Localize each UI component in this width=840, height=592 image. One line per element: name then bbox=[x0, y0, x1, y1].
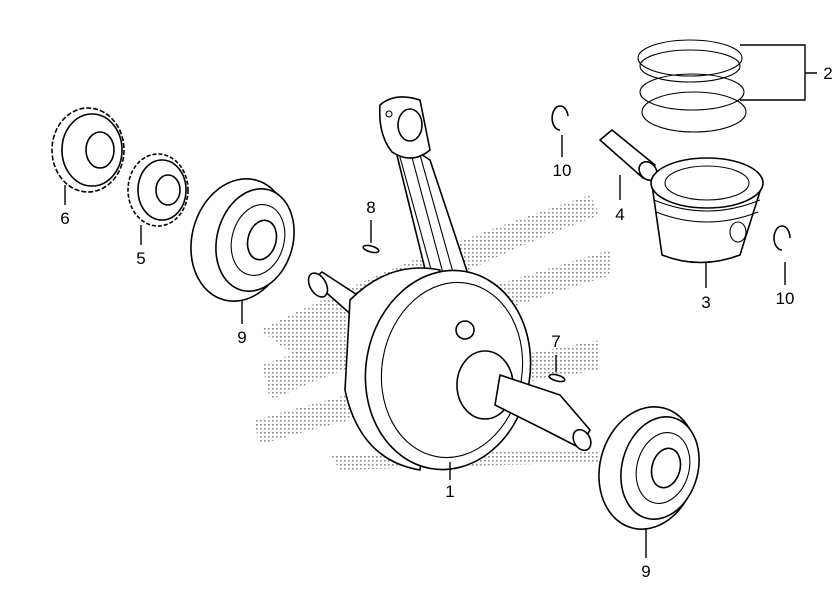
crankshaft-part bbox=[307, 267, 592, 471]
callout-1: 1 bbox=[445, 482, 454, 501]
clip-right-part bbox=[773, 225, 791, 251]
piston-pin-part bbox=[599, 129, 658, 182]
bearing-right-part bbox=[598, 406, 700, 530]
callout-8: 8 bbox=[366, 198, 375, 217]
callout-2: 2 bbox=[823, 64, 832, 83]
callout-9-right: 9 bbox=[641, 562, 650, 581]
callout-7: 7 bbox=[551, 332, 560, 351]
gear-large-part bbox=[51, 107, 125, 193]
callout-3: 3 bbox=[701, 293, 710, 312]
callout-10-right: 10 bbox=[776, 289, 795, 308]
key-left-part bbox=[362, 244, 380, 254]
callout-10-left: 10 bbox=[553, 161, 572, 180]
callout-9-left: 9 bbox=[237, 328, 246, 347]
clip-left-part bbox=[551, 105, 569, 131]
leader-lines bbox=[64, 44, 817, 558]
callout-4: 4 bbox=[615, 205, 624, 224]
key-right-part bbox=[548, 373, 566, 383]
bearing-left-part bbox=[190, 178, 295, 302]
callout-6: 6 bbox=[60, 209, 69, 228]
callout-5: 5 bbox=[136, 249, 145, 268]
piston-ring-set-part bbox=[637, 39, 747, 133]
piston-part bbox=[650, 157, 764, 264]
gear-small-part bbox=[127, 153, 189, 227]
